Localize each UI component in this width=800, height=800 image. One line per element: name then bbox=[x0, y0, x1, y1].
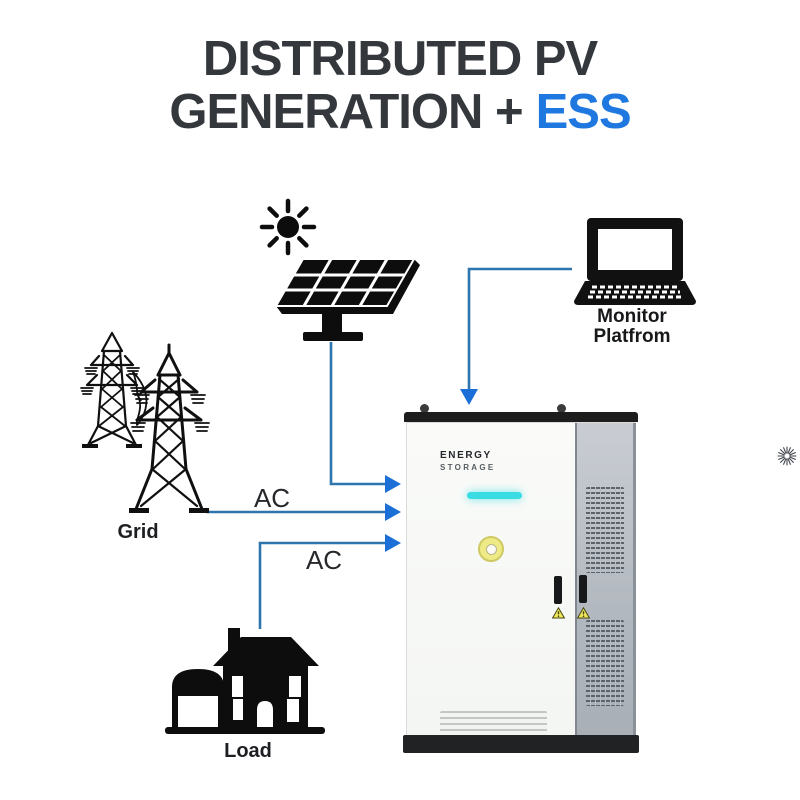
warning-triangle-icon bbox=[577, 607, 590, 619]
power-wires bbox=[132, 371, 148, 426]
connector-solar-to-ess bbox=[329, 342, 385, 486]
page-title: DISTRIBUTED PV GENERATION +ESS bbox=[0, 33, 800, 139]
cabinet-body: ENERGY STORAGE bbox=[406, 422, 797, 742]
solar-panel-icon bbox=[274, 258, 420, 341]
emergency-stop-core bbox=[485, 543, 497, 555]
transmission-tower-icon bbox=[80, 331, 210, 513]
cabinet-top-cap bbox=[404, 412, 638, 422]
ac-label-load: AC bbox=[305, 545, 343, 575]
connector-load-to-ess bbox=[258, 541, 385, 629]
arrowhead-solar-to-ess bbox=[385, 475, 401, 493]
fan-vent-icon bbox=[777, 446, 797, 466]
ac-label-grid: AC bbox=[253, 483, 291, 513]
lifting-lug-right bbox=[557, 404, 566, 413]
emergency-stop-button bbox=[478, 536, 504, 562]
tower-large bbox=[129, 343, 210, 513]
title-line2-text: GENERATION + bbox=[169, 85, 523, 139]
laptop-icon bbox=[574, 218, 696, 305]
connector-monitor-to-ess bbox=[467, 267, 572, 389]
title-line2-highlight: ESS bbox=[535, 85, 632, 139]
monitor-label-line1: Monitor bbox=[597, 306, 667, 327]
brand-line2: STORAGE bbox=[440, 463, 496, 472]
title-line2: GENERATION +ESS bbox=[0, 86, 800, 139]
brand-line1: ENERGY bbox=[440, 450, 492, 461]
monitor-label-line2: Platfrom bbox=[593, 326, 671, 347]
door-handle-left bbox=[554, 576, 562, 604]
status-led-bar bbox=[467, 492, 522, 499]
arrowhead-monitor-to-ess bbox=[460, 389, 478, 405]
battery-cabinet-icon: ENERGY STORAGE bbox=[403, 404, 797, 754]
house-icon bbox=[165, 628, 325, 734]
warning-triangle-icon bbox=[552, 607, 565, 619]
vent-grille-lower bbox=[586, 620, 624, 706]
door-handle-right bbox=[579, 575, 587, 603]
cabinet-base bbox=[403, 735, 639, 753]
tower-small bbox=[80, 331, 144, 448]
title-line1: DISTRIBUTED PV bbox=[202, 32, 598, 86]
lifting-lug-left bbox=[420, 404, 429, 413]
vent-grille-upper bbox=[586, 487, 624, 573]
arrowhead-grid-to-ess bbox=[385, 503, 401, 521]
sun-icon bbox=[259, 198, 317, 256]
monitor-platform-label: Monitor Platfrom bbox=[557, 307, 707, 347]
grid-label: Grid bbox=[117, 521, 159, 543]
load-label: Load bbox=[224, 740, 272, 762]
pv-group bbox=[259, 198, 420, 341]
arrowhead-load-to-ess bbox=[385, 534, 401, 552]
cabinet-brand: ENERGY STORAGE bbox=[440, 450, 496, 472]
